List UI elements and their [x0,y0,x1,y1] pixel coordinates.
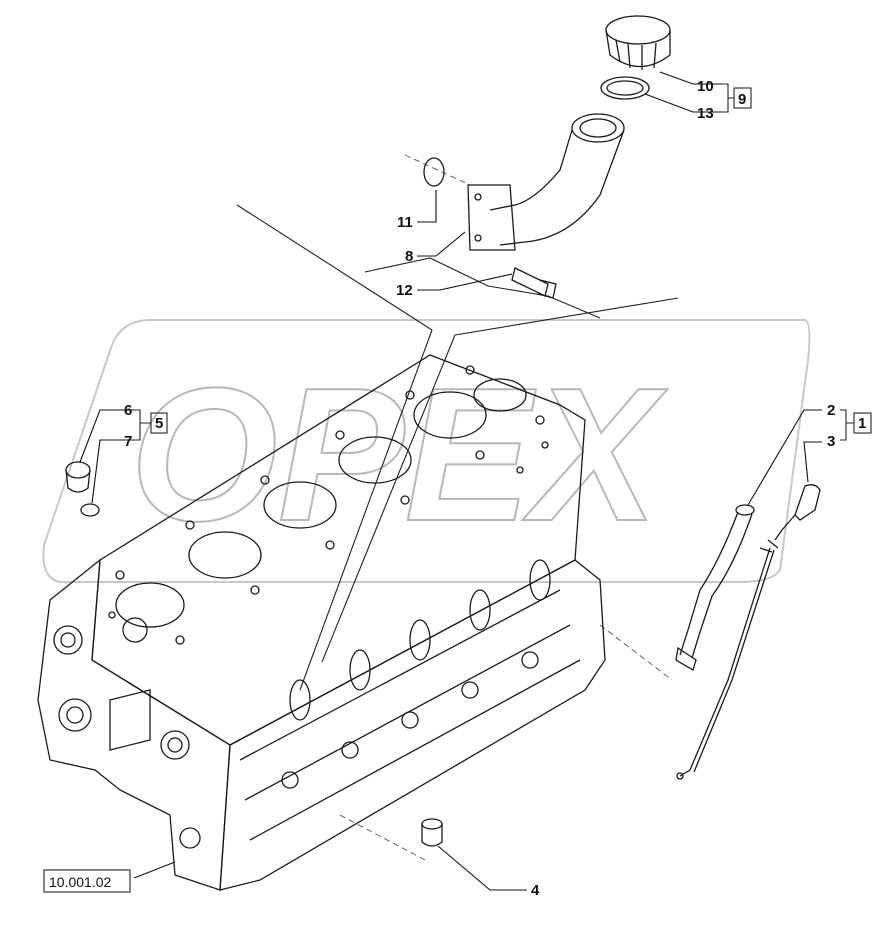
guide-lines [236,154,679,861]
o-ring [423,157,445,187]
callout-labels: 10 13 9 11 8 12 6 7 5 2 3 1 4 10.001.02 [43,78,872,899]
callout-12: 12 [396,282,413,299]
callout-4: 4 [531,882,540,899]
reference-label: 10.001.02 [49,874,111,890]
watermark-text: OPEX [130,349,668,561]
seal-ring [600,76,650,100]
callout-2: 2 [827,402,835,419]
callout-11: 11 [397,214,413,231]
callout-5: 5 [155,415,163,432]
callout-8: 8 [405,248,413,265]
bolt [511,267,557,299]
drain-plug [65,461,100,517]
callout-7: 7 [124,433,132,450]
callout-1: 1 [858,415,866,432]
callout-6: 6 [124,402,132,419]
callout-10: 10 [697,78,714,95]
engine-block [37,354,606,891]
leader-lines [79,71,822,891]
dowel-pin [421,818,443,847]
filler-tube [467,113,625,251]
callout-9: 9 [738,91,746,108]
reference-box [43,869,131,893]
callout-13: 13 [697,105,714,122]
callout-3: 3 [827,433,835,450]
watermark: OPEX [42,319,811,583]
dipstick-assembly [675,484,821,780]
filler-cap [605,15,671,70]
